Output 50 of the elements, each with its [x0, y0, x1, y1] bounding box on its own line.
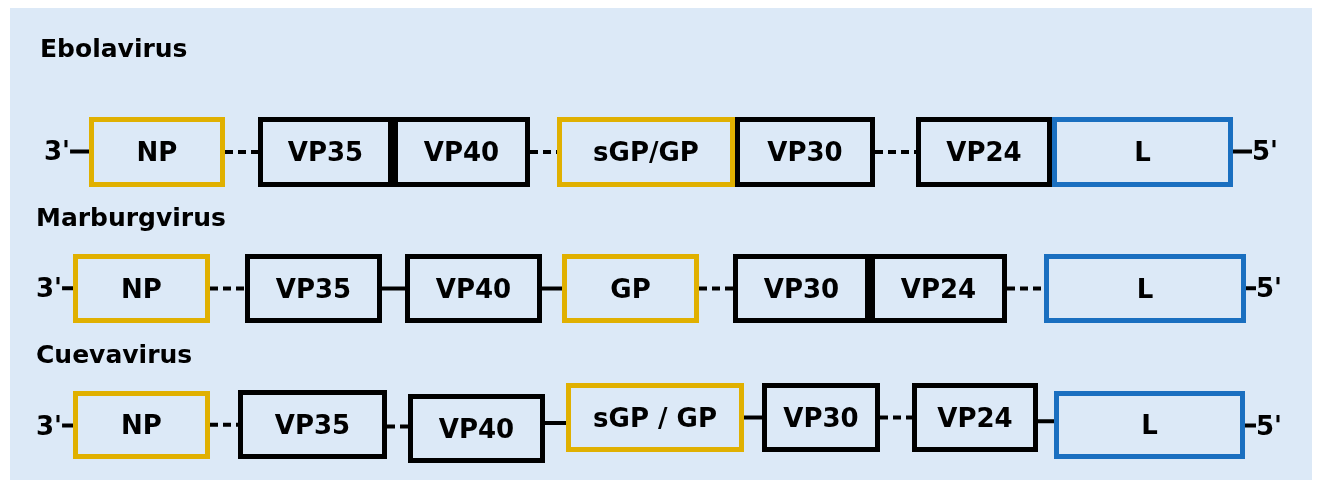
- connector-line: [1007, 286, 1044, 291]
- terminus-label: 5': [1256, 273, 1283, 303]
- gene-box: VP35: [245, 254, 382, 323]
- connector-line: [225, 150, 258, 154]
- gene-box: sGP/GP: [557, 117, 735, 187]
- connector-line: [545, 421, 566, 425]
- gene-box: VP24: [870, 254, 1007, 323]
- connector-line: [744, 415, 762, 420]
- genus-heading: Cuevavirus: [36, 340, 193, 369]
- gene-box: GP: [562, 254, 699, 323]
- connector-line: [880, 415, 912, 420]
- connector-line: [1246, 286, 1256, 291]
- gene-box: VP30: [735, 117, 875, 187]
- connector-line: [875, 150, 916, 154]
- gene-box: L: [1054, 391, 1245, 459]
- genus-heading: Marburgvirus: [36, 203, 226, 232]
- connector-line: [1038, 419, 1054, 424]
- gene-box: VP30: [762, 383, 880, 452]
- connector-line: [70, 149, 89, 154]
- gene-box: VP24: [916, 117, 1052, 187]
- gene-box: VP40: [405, 254, 542, 323]
- connector-line: [62, 286, 73, 291]
- terminus-label: 3': [44, 136, 71, 166]
- connector-line: [382, 286, 405, 291]
- terminus-label: 3': [36, 273, 63, 303]
- connector-line: [210, 422, 238, 427]
- connector-line: [542, 286, 562, 291]
- gene-box: L: [1052, 117, 1233, 187]
- connector-line: [530, 150, 557, 154]
- gene-box: VP35: [238, 390, 387, 459]
- terminus-label: 5': [1252, 136, 1279, 166]
- connector-line: [1233, 149, 1252, 154]
- connector-line: [62, 423, 73, 428]
- gene-box: VP40: [408, 394, 545, 463]
- gene-box: VP40: [393, 117, 530, 187]
- gene-box: VP35: [258, 117, 393, 187]
- gene-box: sGP / GP: [566, 383, 744, 452]
- gene-box: NP: [73, 391, 210, 459]
- gene-box: L: [1044, 254, 1246, 323]
- gene-box: NP: [89, 117, 225, 187]
- terminus-label: 3': [36, 411, 63, 441]
- connector-line: [210, 286, 245, 291]
- connector-line: [387, 424, 408, 429]
- connector-line: [1245, 423, 1256, 428]
- terminus-label: 5': [1256, 411, 1283, 441]
- connector-line: [699, 286, 733, 291]
- gene-box: VP24: [912, 383, 1038, 452]
- gene-box: VP30: [733, 254, 870, 323]
- genus-heading: Ebolavirus: [40, 34, 188, 63]
- gene-box: NP: [73, 254, 210, 323]
